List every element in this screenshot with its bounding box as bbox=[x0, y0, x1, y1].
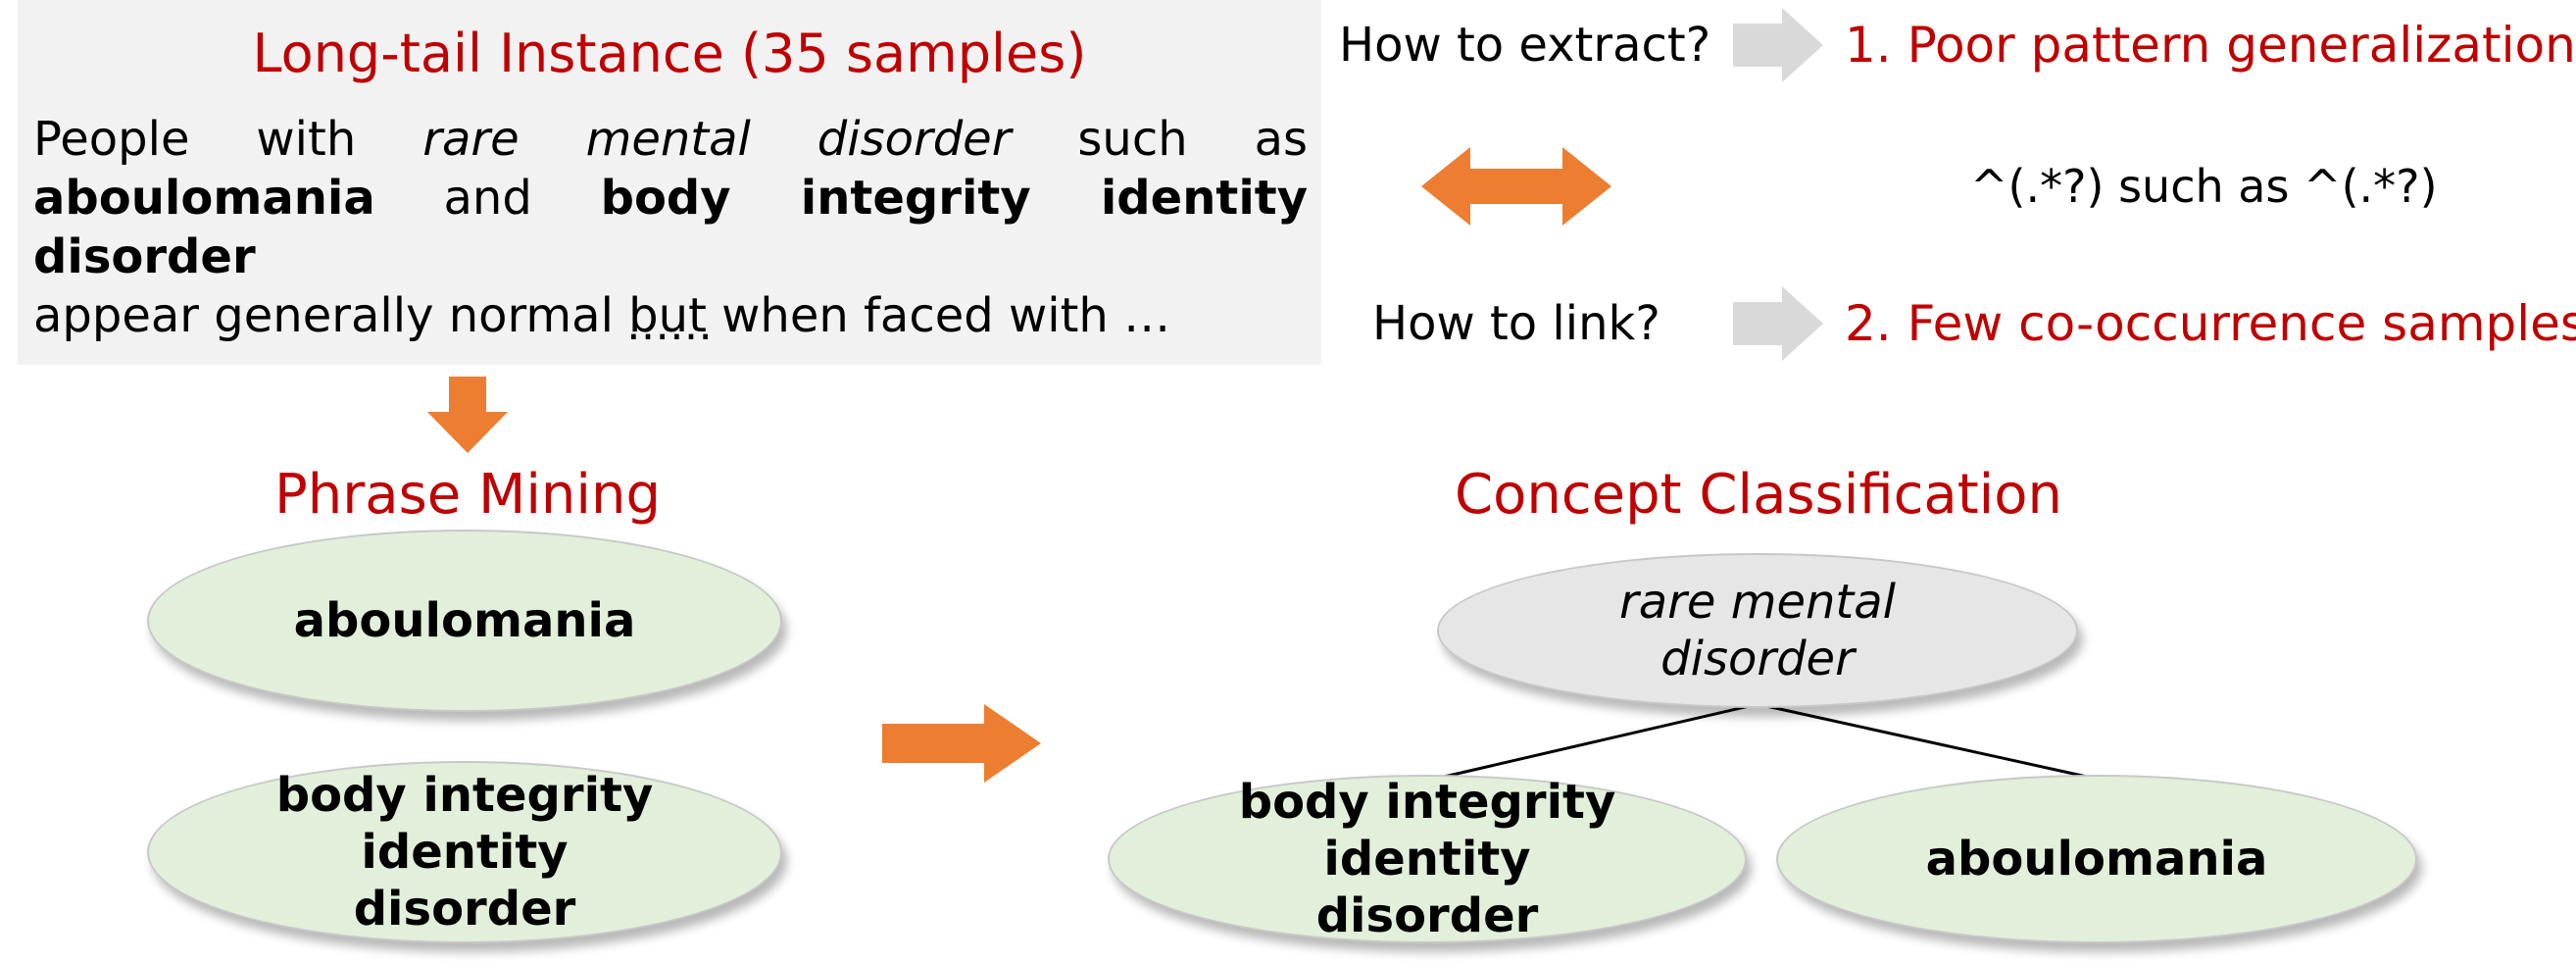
double-arrow bbox=[1421, 147, 1611, 226]
concept-mention: rare mental disorder bbox=[422, 112, 1012, 167]
right-arrow bbox=[882, 704, 1041, 783]
pattern-text: ^(.*?) such as ^(.*?) bbox=[1970, 160, 2438, 213]
entity-mention: body integrity identity disorder bbox=[33, 171, 1309, 284]
instance-line-1: People with rare mental disorder such as bbox=[33, 112, 1309, 167]
instance-title: Long-tail Instance (35 samples) bbox=[252, 23, 1087, 84]
phrase-node-body-integrity: body integrity identity disorder bbox=[147, 761, 782, 943]
answer-few-samples: 2. Few co-occurrence samples bbox=[1845, 295, 2576, 352]
grey-arrow-link bbox=[1733, 286, 1823, 361]
grey-arrow-extract bbox=[1733, 8, 1823, 82]
instance-box: Long-tail Instance (35 samples) People w… bbox=[18, 0, 1321, 365]
concept-node-parent: rare mental disorder bbox=[1437, 553, 2078, 708]
concept-node-body-integrity: body integrity identity disorder bbox=[1108, 775, 1747, 943]
tree-edge-left bbox=[1426, 702, 1759, 783]
question-extract: How to extract? bbox=[1339, 18, 1711, 73]
question-link: How to link? bbox=[1372, 296, 1660, 351]
instance-line-2: aboulomania and body integrity identity … bbox=[33, 171, 1309, 284]
instance-text: People with rare mental disorder such as… bbox=[33, 110, 1308, 345]
instance-ellipsis: …… bbox=[626, 300, 713, 350]
concept-node-aboulomania: aboulomania bbox=[1776, 775, 2417, 943]
tree-edge-right bbox=[1757, 702, 2097, 781]
entity-mention: aboulomania bbox=[33, 171, 375, 226]
instance-line-3: appear generally normal but when faced w… bbox=[33, 288, 1171, 343]
down-arrow bbox=[427, 377, 508, 453]
concept-classification-title: Concept Classification bbox=[1455, 463, 2062, 527]
phrase-node-aboulomania: aboulomania bbox=[147, 530, 782, 712]
phrase-mining-title: Phrase Mining bbox=[274, 463, 661, 527]
answer-poor-generalization: 1. Poor pattern generalization bbox=[1845, 17, 2576, 74]
